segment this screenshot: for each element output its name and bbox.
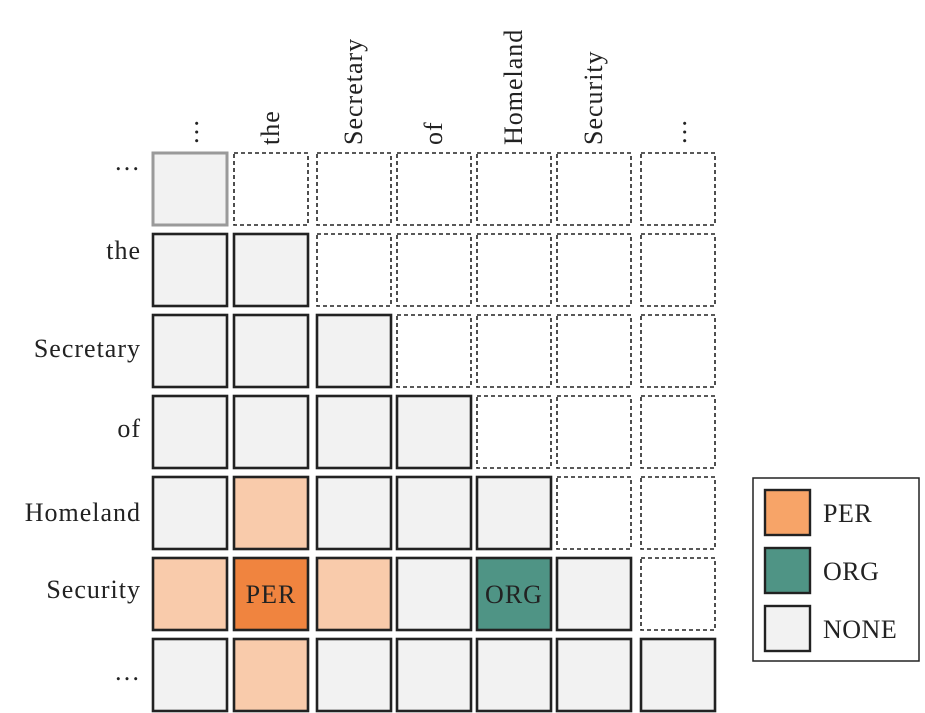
matrix-cell-none (555, 556, 633, 632)
column-label: the (256, 110, 285, 145)
matrix-cell-empty (556, 314, 632, 388)
matrix-cell-empty (233, 152, 309, 226)
row-label: of (117, 414, 141, 443)
matrix-cell-empty (316, 233, 392, 307)
matrix-cell-none (639, 637, 717, 713)
matrix-cell-none (395, 475, 473, 551)
matrix-cell-none (395, 637, 473, 713)
matrix-cell-empty (556, 395, 632, 469)
matrix-cell-none (151, 475, 229, 551)
matrix-cell-none (232, 394, 310, 470)
matrix-cell-none (232, 232, 310, 308)
matrix-cell-per (151, 556, 229, 632)
row-label: … (114, 657, 141, 686)
matrix-cell-gray (151, 151, 229, 227)
column-label: Security (579, 50, 608, 145)
matrix-cells: PER ORG (151, 151, 717, 713)
matrix-cell-empty (556, 233, 632, 307)
matrix-cell-none (315, 637, 393, 713)
row-label: Homeland (25, 498, 141, 527)
matrix-cell-none (315, 313, 393, 389)
matrix-cell-none (315, 394, 393, 470)
matrix-cell-empty (640, 476, 716, 550)
row-label: the (106, 236, 141, 265)
matrix-cell-per (232, 637, 310, 713)
matrix-cell-none (475, 475, 553, 551)
matrix-cell-empty (640, 233, 716, 307)
matrix-cell-none (475, 637, 553, 713)
matrix-cell-none (151, 313, 229, 389)
cell-label-org: ORG (485, 580, 543, 609)
column-label: of (419, 121, 448, 145)
matrix-cell-empty (476, 395, 552, 469)
matrix-cell-empty (476, 152, 552, 226)
matrix-cell-none (151, 394, 229, 470)
row-label: … (114, 147, 141, 176)
matrix-cell-none (151, 637, 229, 713)
legend-label-org: ORG (823, 557, 879, 586)
matrix-cell-empty (476, 314, 552, 388)
matrix-cell-none (315, 475, 393, 551)
legend-swatch-org (763, 546, 812, 595)
legend-swatch-none (763, 604, 812, 653)
matrix-cell-empty (640, 557, 716, 631)
column-label: Secretary (339, 38, 368, 145)
matrix-cell-none (232, 313, 310, 389)
matrix-cell-empty (640, 152, 716, 226)
matrix-cell-none (395, 556, 473, 632)
column-label: … (663, 118, 692, 145)
legend-label-none: NONE (823, 615, 897, 644)
legend-swatch-per (763, 488, 812, 537)
matrix-cell-empty (640, 395, 716, 469)
matrix-cell-empty (556, 152, 632, 226)
legend-label-per: PER (823, 499, 872, 528)
column-label: … (175, 118, 204, 145)
cell-label-per: PER (246, 580, 297, 609)
matrix-cell-empty (556, 476, 632, 550)
matrix-cell-per (315, 556, 393, 632)
matrix-cell-org (475, 556, 553, 632)
legend: PER ORG NONE (752, 477, 920, 662)
matrix-cell-empty (396, 314, 472, 388)
matrix-cell-per (232, 556, 310, 632)
row-label: Security (46, 575, 141, 604)
column-labels: … the Secretary of Homeland Security … (175, 29, 692, 145)
matrix-cell-empty (316, 152, 392, 226)
matrix-cell-empty (476, 233, 552, 307)
matrix-cell-none (151, 232, 229, 308)
matrix-cell-none (395, 394, 473, 470)
matrix-cell-per (232, 475, 310, 551)
matrix-cell-empty (396, 152, 472, 226)
matrix-cell-empty (640, 314, 716, 388)
column-label: Homeland (499, 29, 528, 145)
row-label: Secretary (34, 334, 141, 363)
matrix-cell-none (555, 637, 633, 713)
matrix-cell-empty (396, 233, 472, 307)
